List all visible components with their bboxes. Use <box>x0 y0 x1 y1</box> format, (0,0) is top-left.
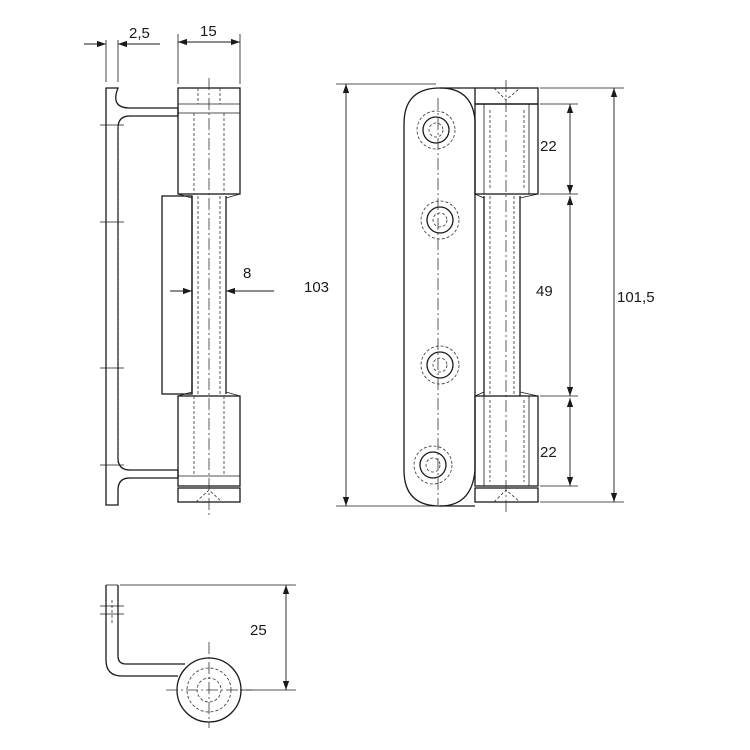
dim-bracket-thickness: 2,5 <box>129 25 150 42</box>
dim-pin-diameter: 8 <box>243 265 251 282</box>
front-view <box>403 80 539 512</box>
dim-overall-leaf-height: 103 <box>304 279 329 296</box>
dim-bottom-knuckle-length: 22 <box>540 444 557 461</box>
dim-overall-knuckle-height: 101,5 <box>617 289 655 306</box>
dim-top-knuckle-length: 22 <box>540 138 557 155</box>
dim-middle-gap: 49 <box>536 283 553 300</box>
side-view-dimensions: 2,5 15 8 <box>84 23 274 295</box>
mounting-hole <box>420 345 460 385</box>
top-view-dimensions: 25 <box>120 584 296 691</box>
dim-knuckle-width: 15 <box>200 23 217 40</box>
top-view <box>100 584 252 728</box>
side-view <box>100 78 241 515</box>
front-view-dimensions: 103 22 49 22 101,5 <box>304 83 655 507</box>
mounting-hole <box>413 445 453 485</box>
mounting-hole <box>420 200 460 240</box>
mounting-hole <box>416 110 456 150</box>
dim-depth: 25 <box>250 622 267 639</box>
